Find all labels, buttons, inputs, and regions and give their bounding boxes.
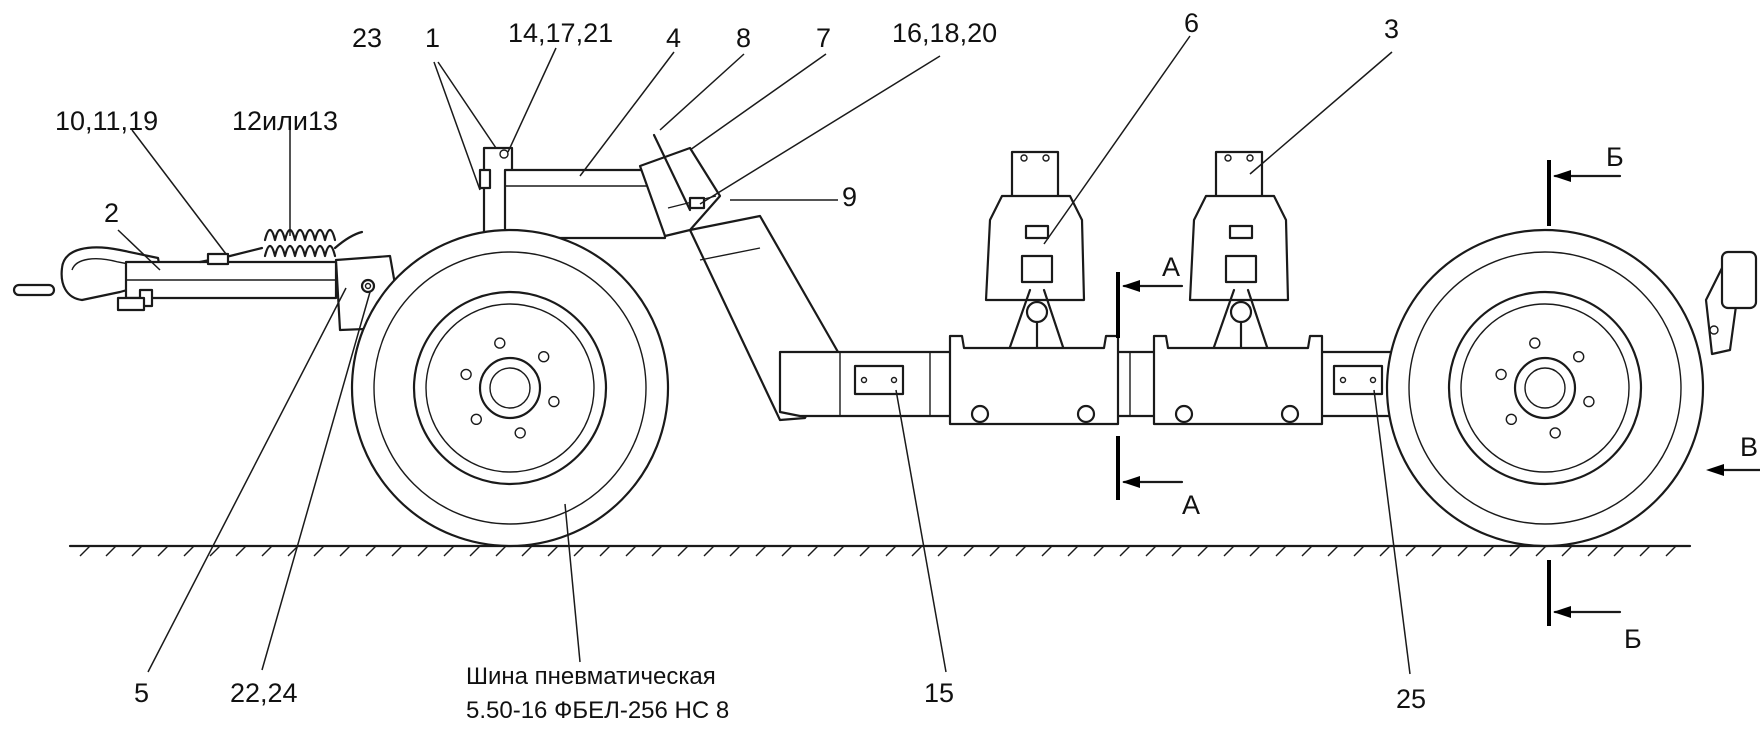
view-label-v: В [1740, 432, 1758, 462]
front-wheel [350, 228, 670, 548]
rear-wheel [1385, 228, 1705, 548]
callout-16-18-20: 16,18,20 [892, 18, 997, 48]
callout-7: 7 [816, 23, 831, 53]
callout-10-11-19: 10,11,19 [55, 106, 158, 136]
callout-14-17-21: 14,17,21 [508, 18, 613, 48]
support-unit-3 [1152, 150, 1324, 426]
callout-12-13: 12или13 [232, 106, 338, 136]
callout-9: 9 [842, 182, 857, 212]
section-label-b-top: Б [1606, 142, 1624, 172]
tire-caption-line1: Шина пневматическая [466, 663, 716, 690]
callout-23: 23 [352, 23, 382, 53]
view-mark-v [1706, 464, 1760, 476]
section-mark-b [1547, 160, 1622, 626]
leader-lines [117, 35, 1411, 675]
support-unit-6 [948, 150, 1120, 426]
callout-22-24: 22,24 [230, 678, 298, 708]
drawbar [12, 246, 338, 312]
tire-caption-line2: 5.50-16 ФБЕЛ-256 НС 8 [466, 697, 729, 724]
callout-2: 2 [104, 198, 119, 228]
section-label-a-top: А [1162, 252, 1180, 282]
callout-5: 5 [134, 678, 149, 708]
callout-8: 8 [736, 23, 751, 53]
callout-3: 3 [1384, 14, 1399, 44]
callout-4: 4 [666, 23, 681, 53]
callout-25: 25 [1396, 684, 1426, 714]
ground-line [68, 544, 1692, 557]
section-label-a-bottom: А [1182, 490, 1200, 520]
rear-lamp-bracket [1704, 250, 1758, 356]
section-label-b-bottom: Б [1624, 624, 1642, 654]
tension-spring [198, 228, 364, 266]
callout-6: 6 [1184, 8, 1199, 38]
callout-1: 1 [425, 23, 440, 53]
callout-15: 15 [924, 678, 954, 708]
section-mark-a [1116, 272, 1184, 500]
